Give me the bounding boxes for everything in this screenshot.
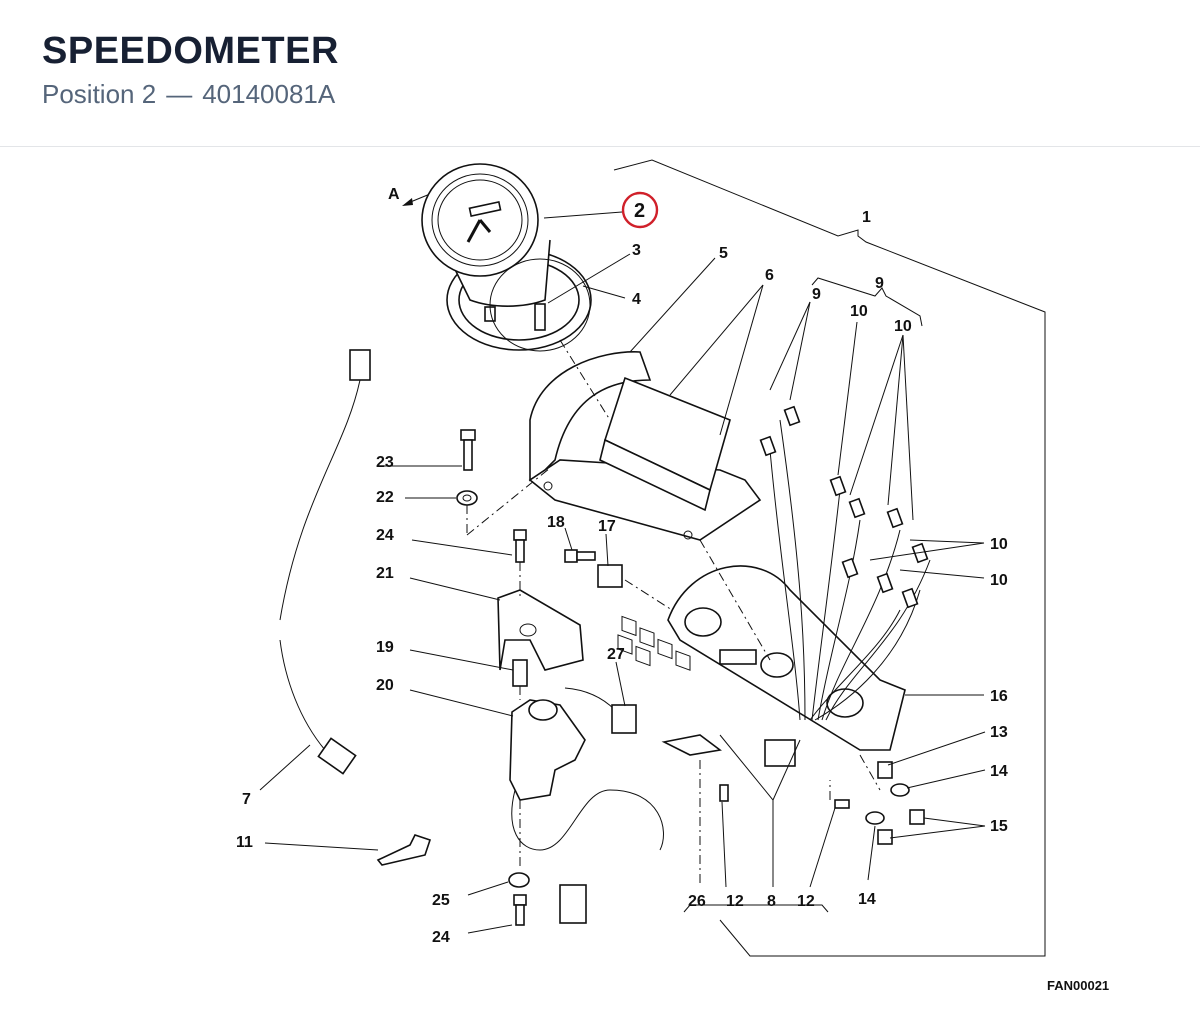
assembly-bracket-1: [613, 159, 1046, 957]
callout-1: 1: [862, 209, 871, 226]
callout-22: 22: [376, 489, 394, 506]
callout-labels: A 1 2 3 4 5 6 9 9 10 10 10 10 23 22 24 2…: [236, 186, 1109, 993]
callout-12a: 12: [726, 893, 744, 910]
rubber-mount-13: [877, 761, 893, 779]
callout-10d: 10: [990, 572, 1008, 589]
callout-11: 11: [236, 834, 253, 851]
spacer-19: [512, 659, 528, 687]
drawing-code: FAN00021: [1047, 978, 1109, 993]
callout-9b: 9: [812, 286, 821, 303]
callout-25: 25: [432, 892, 450, 909]
plate-26: [661, 734, 722, 756]
grommet-17: [597, 564, 623, 588]
callout-2: 2: [634, 200, 645, 222]
callout-14b: 14: [990, 763, 1008, 780]
callout-19: 19: [376, 639, 394, 656]
subtitle-part-code: 40140081A: [202, 79, 336, 109]
callout-3: 3: [632, 242, 641, 259]
subtitle-position: Position 2: [42, 79, 157, 109]
arrow-a-icon: [402, 193, 431, 206]
arrow-a-label: A: [388, 186, 400, 203]
callout-14a: 14: [858, 891, 876, 908]
callout-8: 8: [767, 893, 776, 910]
washer-22: [456, 490, 478, 506]
screw-12-a: [719, 784, 729, 802]
screw-24-upper: [513, 529, 527, 563]
ignition-switch-20: [509, 699, 664, 924]
washer-14-right: [890, 783, 910, 797]
bracket-21: [497, 589, 584, 671]
page-subtitle: Position 2 — 40140081A: [42, 79, 335, 110]
callout-5: 5: [719, 245, 728, 262]
callout-9a: 9: [875, 275, 884, 292]
callout-4: 4: [632, 291, 641, 308]
screw-18: [564, 549, 596, 563]
callout-17: 17: [598, 518, 616, 535]
screw-23: [460, 429, 476, 471]
callout-21: 21: [376, 565, 394, 582]
connector-27: [564, 687, 637, 734]
washer-14-left: [865, 811, 885, 825]
callout-26: 26: [688, 893, 706, 910]
page-title: SPEEDOMETER: [42, 30, 339, 72]
wiring-harness: [759, 405, 931, 767]
callout-7: 7: [242, 791, 251, 808]
screw-12-b: [834, 799, 850, 809]
callout-15: 15: [990, 818, 1008, 835]
assembly-centerlines: [466, 339, 881, 885]
callout-18: 18: [547, 514, 565, 531]
page-header: SPEEDOMETER Position 2 — 40140081A: [0, 0, 1200, 147]
callout-16: 16: [990, 688, 1008, 705]
washer-25: [508, 872, 530, 888]
speedometer-gauge[interactable]: [421, 163, 592, 351]
callout-20: 20: [376, 677, 394, 694]
key-11: [376, 834, 432, 866]
callout-10c: 10: [990, 536, 1008, 553]
callout-10a: 10: [850, 303, 868, 320]
callout-23: 23: [376, 454, 394, 471]
callout-13: 13: [990, 724, 1008, 741]
subtitle-separator: —: [166, 79, 193, 109]
screw-24-lower: [513, 894, 527, 926]
callout-24b: 24: [432, 929, 450, 946]
highlight-circle: [621, 191, 659, 229]
warning-light-panel: [599, 376, 731, 671]
callout-24a: 24: [376, 527, 394, 544]
speedometer-cable-7: [279, 349, 371, 775]
callout-10b: 10: [894, 318, 912, 335]
leader-lines: [259, 211, 986, 934]
lower-housing: [667, 565, 906, 751]
seal-ring: [489, 258, 591, 352]
callout-27: 27: [607, 646, 625, 663]
callout-12b: 12: [797, 893, 815, 910]
nut-15-b: [877, 829, 893, 845]
nut-15-a: [909, 809, 925, 825]
callout-6: 6: [765, 267, 774, 284]
